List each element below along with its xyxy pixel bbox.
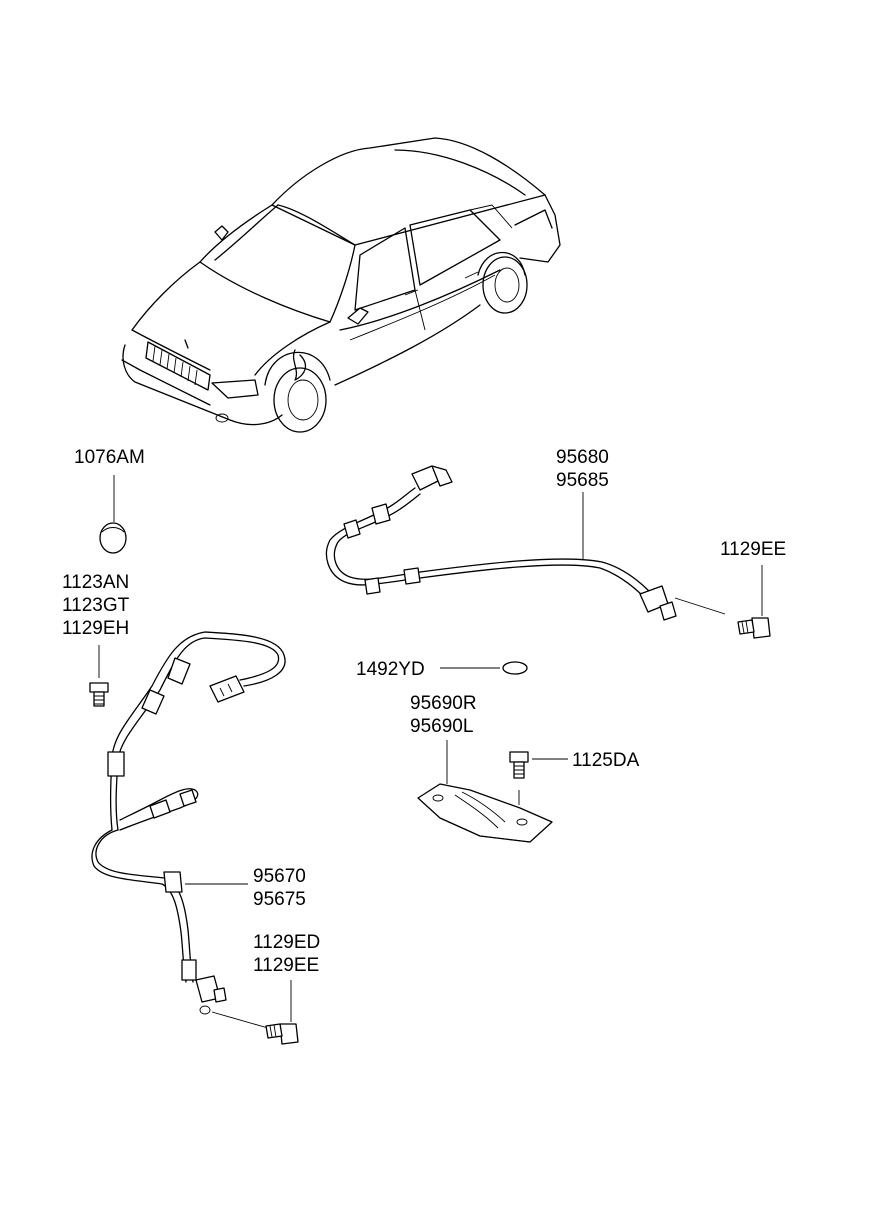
label-sensor-rear-1: 95680 [556, 447, 609, 468]
label-sensor-front-1: 95670 [253, 866, 306, 887]
cap-1076am: 1076AM [74, 447, 145, 554]
screws-front-1129ed: 1129ED 1129EE [253, 932, 320, 1045]
car-illustration [121, 137, 561, 433]
label-clip: 1492YD [356, 659, 425, 680]
label-screw-front-1: 1129ED [253, 932, 320, 953]
bracket-95690: 95690R 95690L [410, 693, 553, 843]
label-sensor-front-2: 95675 [253, 889, 306, 910]
label-cap: 1076AM [74, 447, 145, 468]
bolts-1123an: 1123AN 1123GT 1129EH [62, 572, 130, 707]
label-bolt-3: 1129EH [62, 618, 129, 639]
sensor-front-95670: 95670 95675 [91, 631, 306, 1029]
label-sensor-rear-2: 95685 [556, 470, 609, 491]
clip-1492yd: 1492YD [356, 659, 528, 680]
label-screw-rear: 1129EE [720, 539, 786, 560]
sensor-rear-95680: 95680 95685 [325, 447, 726, 621]
label-bracket-1: 95690R [410, 693, 477, 714]
label-screw-front-2: 1129EE [253, 955, 319, 976]
label-bolt-2: 1123GT [62, 595, 130, 616]
label-bolt-1: 1123AN [62, 572, 129, 593]
screw-rear-1129ee: 1129EE [720, 539, 786, 639]
label-bolt-bracket: 1125DA [572, 750, 640, 771]
bolt-1125da: 1125DA [509, 750, 640, 805]
label-bracket-2: 95690L [410, 716, 473, 737]
